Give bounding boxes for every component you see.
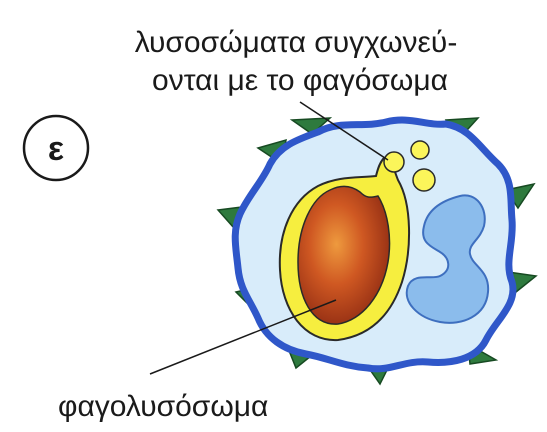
lysosome — [413, 169, 435, 191]
phagolysosome-label: φαγολυσόσωμα — [58, 390, 268, 423]
lysosomes-fuse-label-line1: λυσοσώματα συγχωνεύ- — [135, 26, 458, 59]
lysosomes-fuse-label-line2: ονται με το φαγόσωμα — [152, 64, 448, 97]
lysosome — [384, 152, 404, 172]
lysosome — [411, 141, 429, 159]
step-marker: ε — [24, 116, 88, 180]
step-marker-label: ε — [48, 130, 64, 168]
